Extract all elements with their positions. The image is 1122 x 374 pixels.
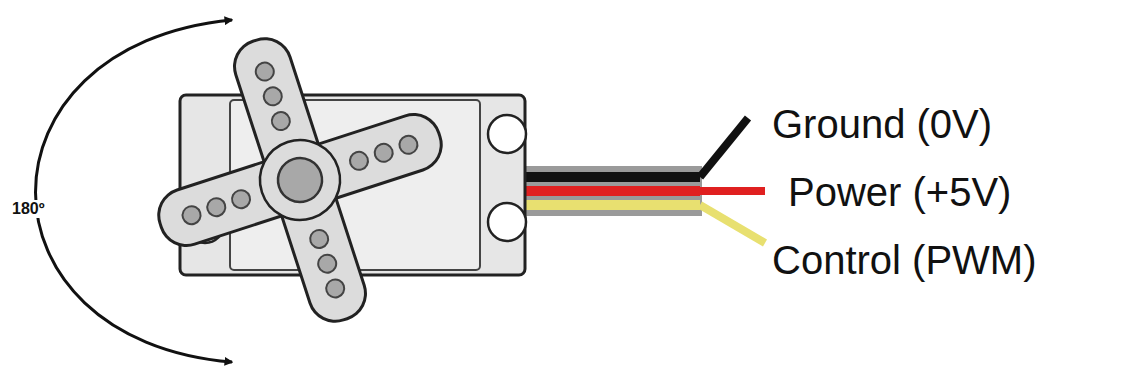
pin-label: Control (PWM) bbox=[772, 240, 1036, 280]
pin-label: Ground (0V) bbox=[772, 104, 992, 144]
servo-horn bbox=[114, 0, 487, 366]
pin-label: Power (+5V) bbox=[788, 172, 1011, 212]
servo-wires bbox=[520, 118, 765, 243]
angle-label: 180º bbox=[10, 200, 47, 218]
